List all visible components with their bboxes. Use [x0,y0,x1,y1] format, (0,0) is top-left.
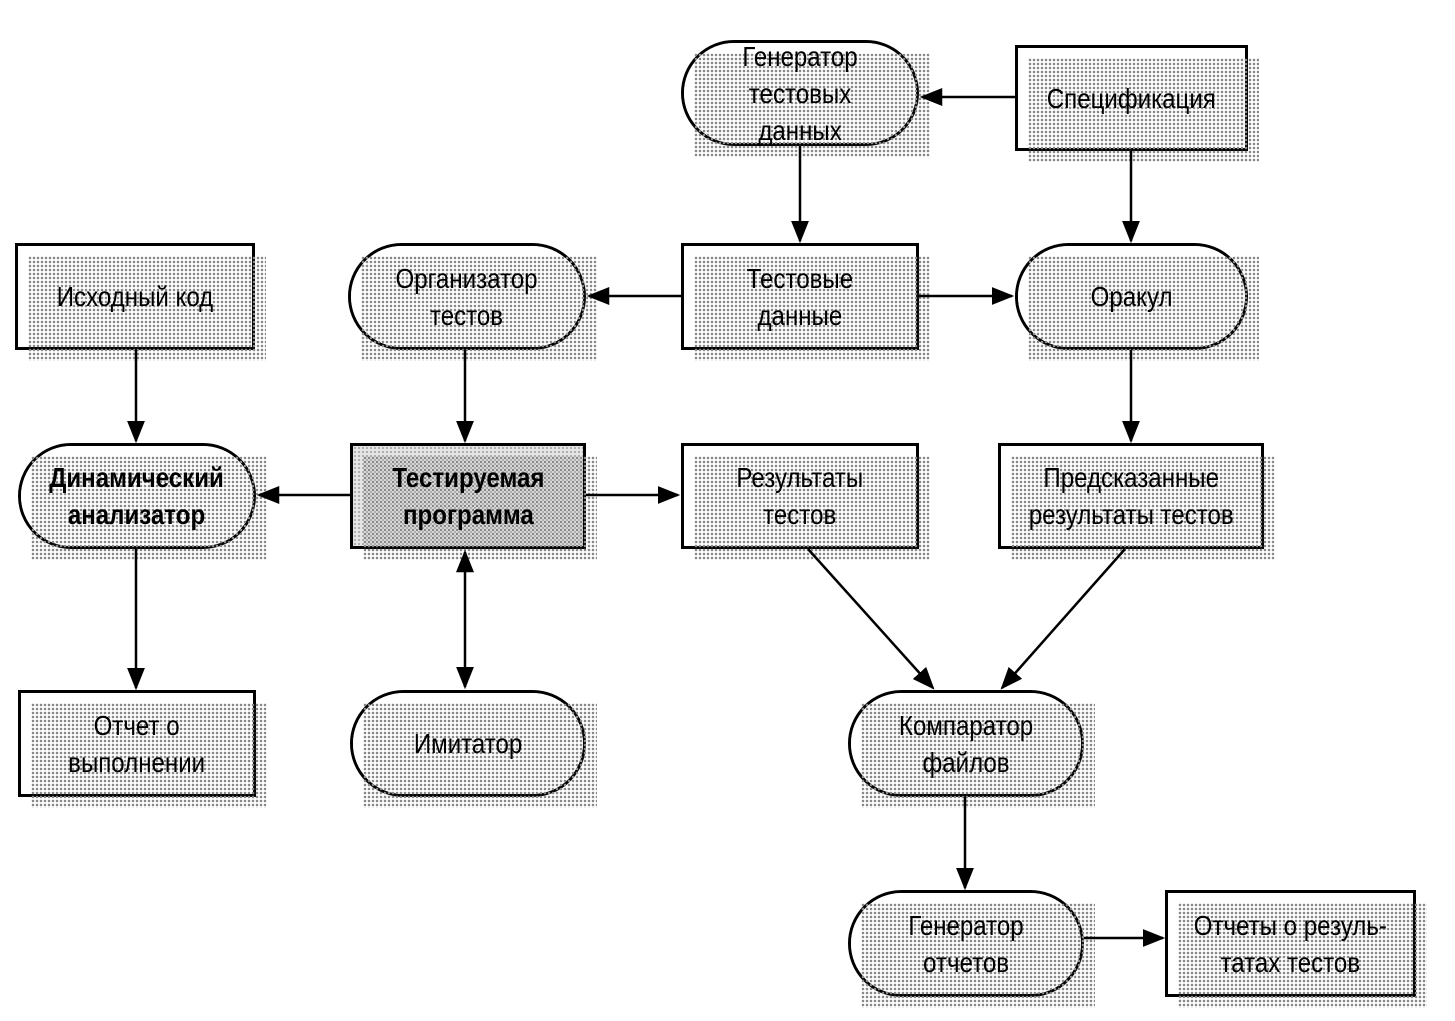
node-label: Исходный код [56,281,214,312]
node-test-result-reports: Отчеты о резуль- татах тестов [1165,890,1427,1008]
node-label: Организатор тестов [396,262,538,331]
node-oracle: Оракул [1015,243,1259,361]
node-report-generator: Генератор отчетов [848,890,1095,1008]
node-test-data: Тестовые данные [681,243,930,361]
node-execution-report: Отчет о выполнении [18,690,267,808]
node-label: Спецификация [1046,82,1217,114]
node-test-results: Результаты тестов [681,443,930,560]
node-label: Отчет о выполнении [68,709,206,778]
node-label: Компаратор файлов [898,709,1034,778]
node-program-under-test: Тестируемая программа [350,443,597,560]
node-dynamic-analyzer: Динамический анализатор [18,443,267,560]
node-test-organizer: Организатор тестов [348,243,597,361]
edge-results-to-comparator [807,548,935,690]
node-label: Генератор тестовых данных [742,40,858,146]
node-simulator: Имитатор [350,690,597,808]
node-specification: Спецификация [1015,45,1259,162]
node-test-data-generator: Генератор тестовых данных [681,40,930,157]
node-label: Предсказанные результаты тестов [1028,462,1234,530]
node-label: Тестовые данные [746,262,854,331]
node-label: Генератор отчетов [908,909,1024,978]
node-source-code: Исходный код [15,243,266,361]
node-predicted-results: Предсказанные результаты тестов [998,443,1275,560]
node-label: Оракул [1090,281,1173,312]
node-label: Тестируемая программа [391,462,545,530]
edge-predicted-to-comparator [1000,548,1126,690]
node-label: Отчеты о резуль- татах тестов [1193,909,1388,978]
node-label: Результаты тестов [736,462,864,530]
node-label: Имитатор [413,728,523,759]
node-label: Динамический анализатор [49,462,225,530]
node-file-comparator: Компаратор файлов [848,690,1095,808]
